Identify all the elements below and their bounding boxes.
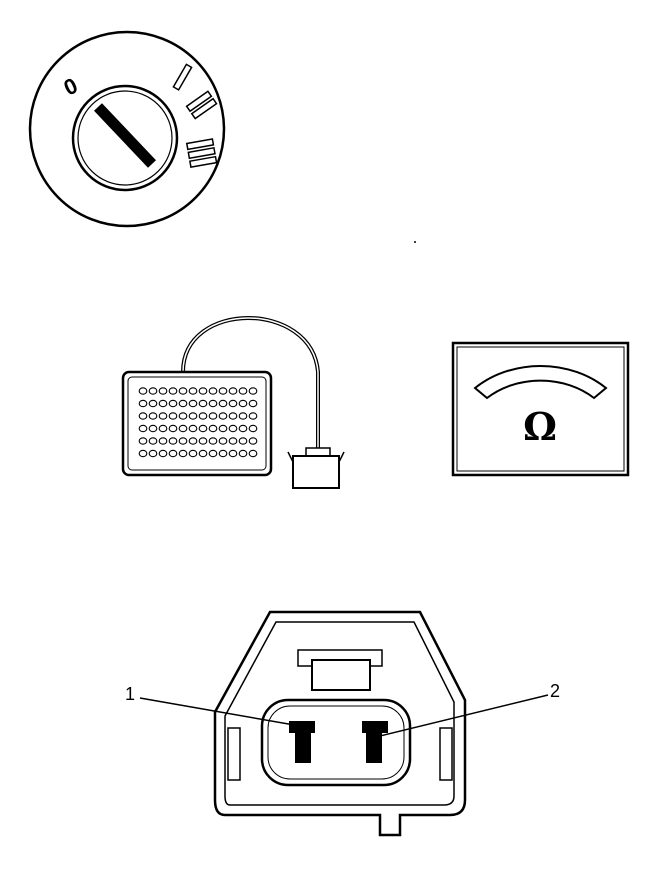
adapter-pin — [208, 399, 218, 408]
adapter-pin — [218, 412, 228, 420]
connector-terminal-2 — [362, 721, 388, 763]
stray-dot — [414, 241, 416, 243]
adapter-pin — [218, 449, 228, 458]
adapter-pin — [228, 412, 238, 420]
adapter-pin — [188, 387, 198, 395]
test-adapter — [121, 316, 345, 489]
adapter-pin — [208, 437, 218, 445]
ignition-position-3-mark — [185, 138, 218, 168]
adapter-pin — [218, 387, 228, 395]
adapter-pin — [178, 399, 188, 408]
ignition-key-slot — [94, 103, 156, 168]
adapter-pin — [168, 412, 178, 420]
adapter-pin — [168, 387, 178, 395]
adapter-pin — [238, 387, 248, 395]
pin-label-2: 2 — [550, 681, 560, 701]
ohm-symbol: Ω — [523, 404, 557, 449]
adapter-pin — [228, 449, 238, 458]
adapter-plug — [292, 455, 340, 489]
adapter-pin — [148, 449, 158, 458]
adapter-pin — [248, 387, 258, 395]
ignition-switch: 0 — [28, 30, 226, 228]
adapter-pin — [158, 424, 168, 433]
adapter-pin — [158, 437, 168, 445]
adapter-pin — [228, 424, 238, 433]
connector: 1 2 — [125, 610, 560, 837]
adapter-pin — [208, 412, 218, 420]
adapter-pin — [158, 412, 168, 420]
adapter-pin — [208, 449, 218, 458]
adapter-pin — [148, 387, 158, 395]
adapter-pin — [178, 449, 188, 458]
adapter-pin — [178, 424, 188, 433]
pin-2-leader — [379, 694, 549, 737]
ignition-position-2-mark — [185, 90, 218, 120]
connector-cavity — [260, 698, 412, 787]
adapter-pin — [138, 449, 148, 458]
adapter-pin — [238, 449, 248, 458]
adapter-pin — [218, 424, 228, 433]
adapter-pin — [138, 412, 148, 420]
connector-latch — [311, 659, 371, 691]
adapter-pin — [148, 399, 158, 408]
adapter-pin — [248, 399, 258, 408]
adapter-pin — [208, 424, 218, 433]
adapter-pin — [188, 399, 198, 408]
adapter-pin — [238, 412, 248, 420]
adapter-pin — [248, 449, 258, 458]
adapter-pin — [248, 424, 258, 433]
adapter-pin — [168, 399, 178, 408]
adapter-pin — [218, 437, 228, 445]
adapter-pin — [228, 437, 238, 445]
adapter-pin — [248, 412, 258, 420]
adapter-pin — [158, 449, 168, 458]
adapter-pin — [148, 412, 158, 420]
connector-housing-inner — [224, 621, 455, 806]
adapter-pin — [188, 424, 198, 433]
ignition-position-1-mark — [172, 63, 193, 91]
adapter-pin — [168, 424, 178, 433]
adapter-pin — [198, 387, 208, 395]
adapter-pin — [158, 399, 168, 408]
adapter-pin — [218, 399, 228, 408]
adapter-pin — [228, 399, 238, 408]
adapter-pin — [188, 412, 198, 420]
adapter-pin — [238, 399, 248, 408]
adapter-pin — [138, 387, 148, 395]
adapter-pin — [198, 399, 208, 408]
adapter-pin — [138, 424, 148, 433]
adapter-pin — [248, 437, 258, 445]
adapter-pin — [178, 387, 188, 395]
adapter-pin — [238, 437, 248, 445]
adapter-pin — [168, 449, 178, 458]
adapter-pin — [158, 387, 168, 395]
adapter-pin — [228, 387, 238, 395]
pin-1-leader — [139, 697, 301, 727]
adapter-pin — [198, 412, 208, 420]
adapter-box — [121, 370, 273, 477]
adapter-pin-grid — [138, 387, 258, 458]
connector-terminal-1 — [289, 721, 315, 763]
ohmmeter: Ω — [451, 341, 630, 477]
ohmmeter-scale-arc — [473, 364, 608, 400]
adapter-pin — [138, 399, 148, 408]
adapter-pin — [208, 387, 218, 395]
adapter-pin — [178, 437, 188, 445]
adapter-pin — [198, 437, 208, 445]
adapter-pin — [168, 437, 178, 445]
adapter-pin — [188, 437, 198, 445]
adapter-pin — [238, 424, 248, 433]
adapter-pin — [198, 449, 208, 458]
adapter-pin — [148, 424, 158, 433]
adapter-pin — [188, 449, 198, 458]
adapter-pin — [178, 412, 188, 420]
adapter-pin — [138, 437, 148, 445]
adapter-pin — [198, 424, 208, 433]
adapter-pin — [148, 437, 158, 445]
pin-label-1: 1 — [125, 684, 135, 704]
